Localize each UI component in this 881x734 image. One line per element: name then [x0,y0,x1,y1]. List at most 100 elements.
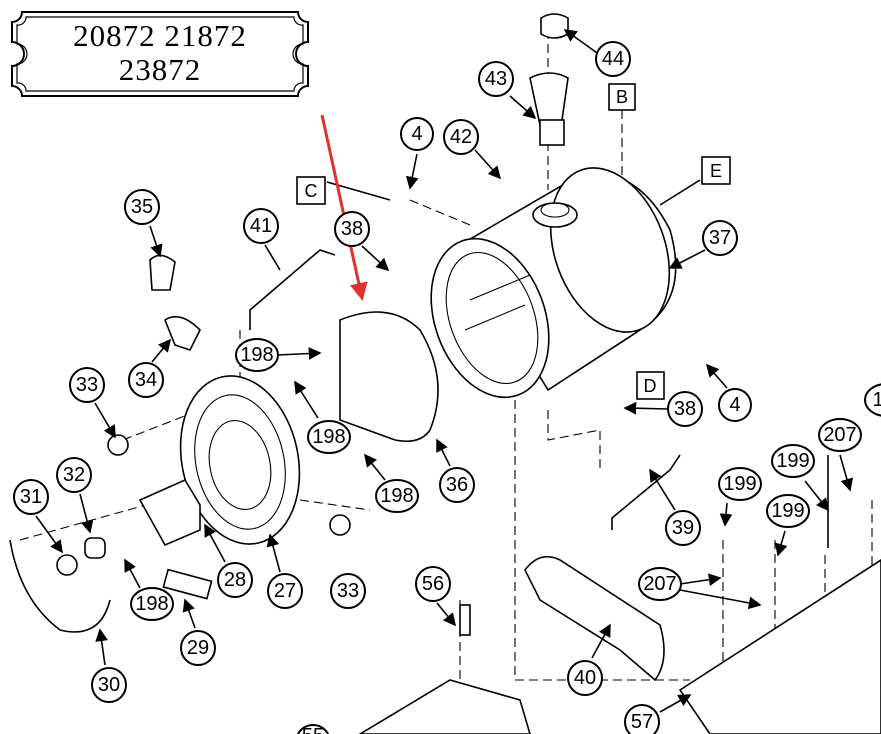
callout-39: 39 [665,510,701,546]
motor-part [138,478,201,547]
bushing-part [84,537,106,559]
callout-27: 27 [267,573,303,609]
svg-text:40: 40 [574,667,596,689]
svg-text:198: 198 [240,344,273,366]
callout-32: 32 [56,457,92,493]
callout-198: 198 [235,338,279,372]
svg-text:B: B [616,87,628,107]
svg-text:38: 38 [341,218,363,240]
callout-35: 35 [124,189,160,225]
svg-text:28: 28 [224,569,246,591]
callout-1-partial: 1 [864,383,881,417]
callout-30: 30 [91,667,127,703]
callout-38: 38 [667,391,703,427]
svg-text:207: 207 [823,424,856,446]
svg-text:33: 33 [337,580,359,602]
fitting-33-part [107,434,129,456]
svg-text:31: 31 [20,486,42,508]
svg-text:C: C [305,181,318,201]
callout-38: 38 [334,211,370,247]
callout-42: 42 [443,119,479,155]
svg-text:199: 199 [771,500,804,522]
ref-box-b: B [608,83,636,111]
svg-text:198: 198 [380,485,413,507]
sensor-56-part [459,604,471,636]
base-plate [678,559,881,734]
callout-198: 198 [375,479,419,513]
svg-text:29: 29 [187,637,209,659]
svg-text:E: E [710,161,722,181]
callout-57: 57 [624,704,660,734]
callout-207: 207 [638,567,682,601]
svg-text:35: 35 [131,196,153,218]
callout-56: 56 [415,566,451,602]
sleeve-part [529,13,569,146]
callout-199: 199 [771,444,815,478]
svg-text:4: 4 [411,123,422,145]
callout-29: 29 [180,630,216,666]
cap-part [56,554,78,576]
svg-text:41: 41 [250,215,272,237]
callout-44: 44 [595,41,631,77]
callout-207: 207 [818,418,862,452]
callout-4: 4 [718,388,752,422]
pipe-39 [611,454,681,530]
svg-text:1: 1 [872,389,881,411]
callout-28: 28 [217,562,253,598]
red-annotation-arrow [320,114,368,301]
svg-text:44: 44 [602,48,624,70]
callout-198: 198 [130,587,174,621]
svg-text:30: 30 [98,674,120,696]
svg-text:37: 37 [709,227,731,249]
svg-text:33: 33 [76,374,98,396]
ref-box-d: D [636,371,665,400]
svg-text:198: 198 [135,593,168,615]
svg-text:4: 4 [729,394,740,416]
svg-text:55: 55 [302,725,324,734]
elbow-34-part [164,315,201,351]
callout-41: 41 [243,208,279,244]
svg-text:38: 38 [674,398,696,420]
bracket-part [162,568,213,600]
cable-part [9,539,111,633]
front-flange [179,375,301,545]
pipe-41 [249,249,336,330]
svg-text:27: 27 [274,580,296,602]
svg-text:207: 207 [643,573,676,595]
svg-text:D: D [644,376,657,396]
callout-4: 4 [400,117,434,151]
svg-text:43: 43 [485,68,507,90]
model-number-plate: 20872 21872 23872 [11,11,309,97]
svg-text:199: 199 [776,450,809,472]
svg-text:57: 57 [631,711,653,733]
ref-box-c: C [296,176,326,205]
model-numbers-line1: 20872 21872 [73,18,247,53]
callout-43: 43 [478,61,514,97]
callout-31: 31 [13,479,49,515]
back-plate [339,311,439,443]
callout-199: 199 [718,467,762,501]
svg-text:36: 36 [446,474,468,496]
svg-text:39: 39 [672,517,694,539]
callout-55-partial: 55 [296,724,330,734]
svg-text:42: 42 [450,126,472,148]
svg-text:32: 32 [63,464,85,486]
callout-34: 34 [128,362,164,398]
ref-box-e: E [701,156,731,185]
callout-33: 33 [330,573,366,609]
callout-199: 199 [766,494,810,528]
model-numbers-line2: 23872 [119,52,202,87]
callout-198: 198 [307,420,351,454]
lower-plate [358,679,531,734]
callout-40: 40 [567,660,603,696]
svg-text:34: 34 [135,369,157,391]
drum-housing [430,167,677,399]
callout-36: 36 [439,467,475,503]
callout-33: 33 [69,367,105,403]
handle-part [524,555,665,682]
svg-text:199: 199 [723,473,756,495]
svg-text:56: 56 [422,573,444,595]
fitting-33b-part [329,514,351,536]
svg-text:198: 198 [312,426,345,448]
